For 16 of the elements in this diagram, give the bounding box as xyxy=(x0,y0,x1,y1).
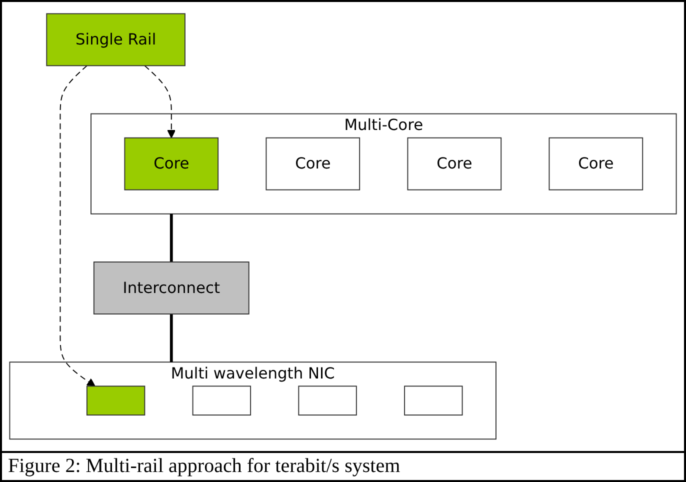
node-box: Interconnect xyxy=(93,262,250,315)
arrow xyxy=(144,65,176,138)
node-box: Core xyxy=(266,137,360,190)
figure-caption: Figure 2: Multi-rail approach for terabit/s system xyxy=(2,451,684,480)
cluster: Multi wavelength NIC xyxy=(9,362,496,440)
node-box xyxy=(86,386,146,416)
node-box xyxy=(192,386,252,416)
arrow xyxy=(60,65,96,387)
node-box xyxy=(298,386,357,416)
node-box: Core xyxy=(124,137,219,190)
node-box: Single Rail xyxy=(46,13,186,66)
node-box: Core xyxy=(407,137,502,190)
connector xyxy=(170,214,173,262)
node-box: Core xyxy=(548,137,644,190)
connector xyxy=(170,314,173,362)
node-box xyxy=(404,386,463,416)
